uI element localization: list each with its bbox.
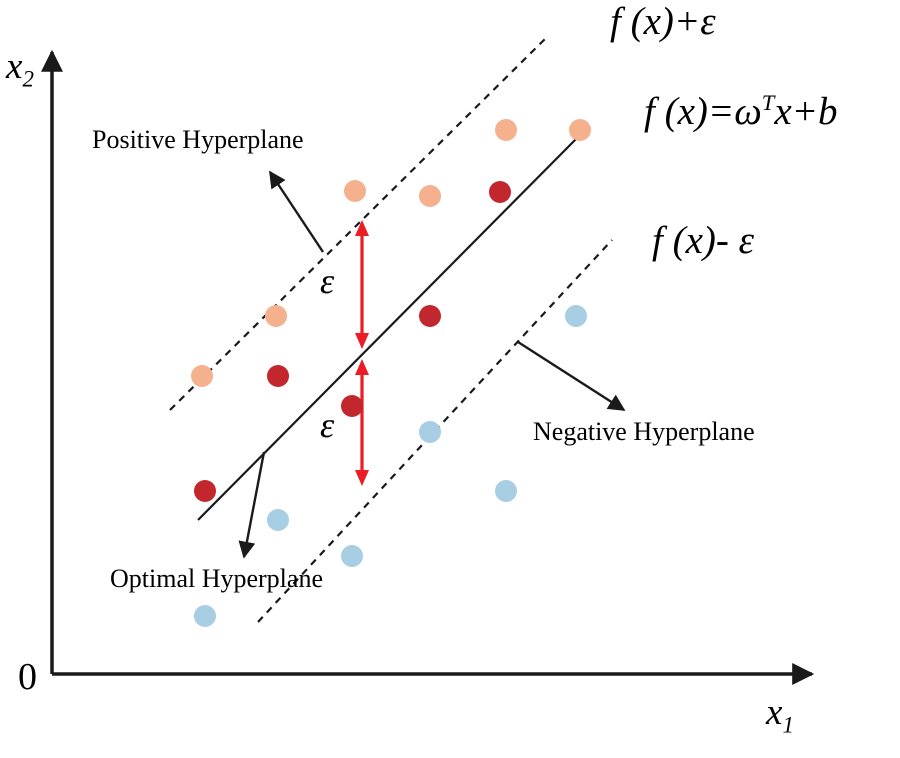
dark-red-point-3 — [267, 365, 289, 387]
light-blue-point-6 — [194, 605, 216, 627]
y-axis-label-base: x — [6, 46, 23, 87]
dark-red-point-2 — [419, 305, 441, 327]
epsilon-label-lower: ε — [320, 405, 335, 445]
y-axis-label-sub: 2 — [22, 66, 34, 92]
positive-hyperplane-arrow — [268, 170, 325, 253]
optimal-hyperplane-label: Optimal Hyperplane — [110, 564, 323, 593]
negative-hyperplane-arrow — [517, 340, 626, 412]
salmon-point-1 — [495, 119, 517, 141]
salmon-point-4 — [419, 185, 441, 207]
light-blue-point-3 — [495, 480, 517, 502]
equation-optimal-pre: f (x)=ω — [644, 90, 762, 133]
y-axis-label: x2 — [6, 46, 34, 90]
optimal-hyperplane-arrow — [238, 451, 266, 559]
epsilon-arrow-upper-head-top — [355, 220, 369, 236]
light-blue-point-5 — [341, 545, 363, 567]
epsilon-arrow-upper-head-bottom — [355, 333, 369, 349]
epsilon-arrow-lower-head-bottom — [355, 470, 369, 486]
dark-red-point-1 — [489, 181, 511, 203]
x-axis-label-base: x — [766, 692, 783, 733]
optimal-hyperplane-line — [197, 134, 581, 521]
x-axis-label: x1 — [766, 692, 794, 736]
equation-optimal-post: x+b — [774, 90, 838, 133]
light-blue-point-1 — [565, 305, 587, 327]
equation-negative-hyperplane: f (x)- ε — [652, 219, 754, 262]
epsilon-label-upper: ε — [320, 261, 335, 301]
equation-optimal-hyperplane: f (x)=ωTx+b — [644, 90, 838, 133]
x-axis-label-sub: 1 — [782, 712, 794, 738]
origin-label: 0 — [18, 656, 37, 698]
dark-red-point-5 — [194, 480, 216, 502]
negative-hyperplane-label: Negative Hyperplane — [533, 417, 755, 446]
light-blue-point-2 — [419, 421, 441, 443]
salmon-point-2 — [569, 119, 591, 141]
light-blue-point-4 — [267, 509, 289, 531]
salmon-point-3 — [344, 180, 366, 202]
epsilon-arrow-lower-head-top — [355, 359, 369, 375]
equation-optimal-sup: T — [761, 90, 775, 115]
dark-red-point-4 — [341, 395, 363, 417]
positive-hyperplane-label: Positive Hyperplane — [92, 125, 304, 154]
positive-hyperplane-line — [169, 37, 547, 411]
equation-positive-hyperplane: f (x)+ε — [610, 0, 716, 43]
salmon-point-5 — [265, 305, 287, 327]
salmon-point-6 — [191, 365, 213, 387]
